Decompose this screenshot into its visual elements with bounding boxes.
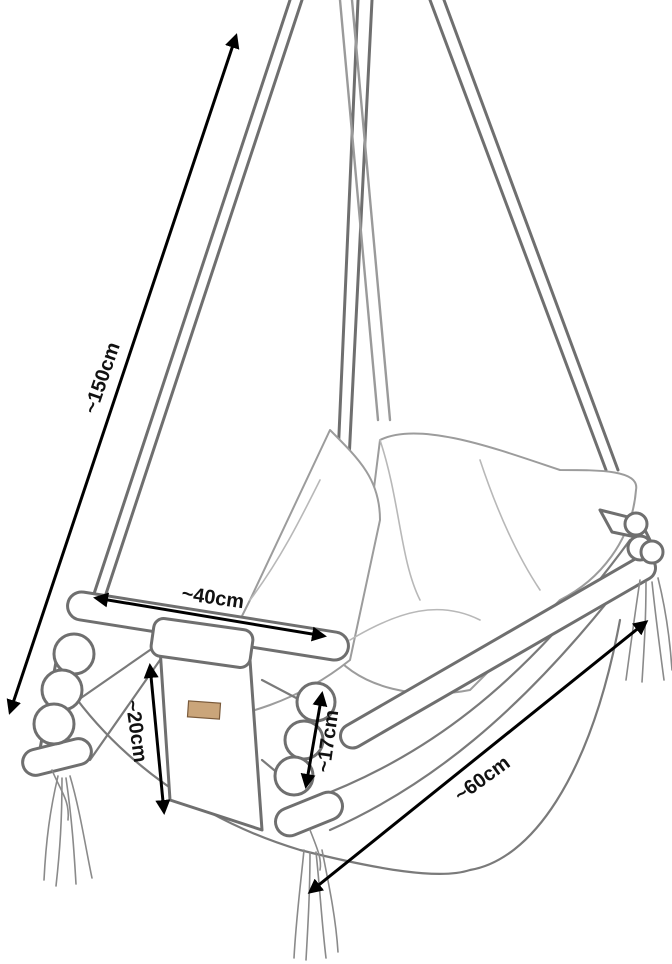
bead-left-1 <box>52 632 96 676</box>
tassel-right <box>625 577 672 683</box>
brand-label <box>186 700 222 720</box>
rope-left-front-inner <box>98 0 304 614</box>
pillow-fold-4 <box>249 479 321 601</box>
dimension-width-line <box>93 592 327 642</box>
pillows <box>189 429 638 721</box>
rope-back-a <box>338 0 380 422</box>
bead-left-3 <box>32 702 76 746</box>
dimension-height-line <box>6 33 240 715</box>
rope-right-a <box>428 0 608 472</box>
front-backrest <box>158 646 264 832</box>
right-end-caps <box>623 511 665 565</box>
dimension-lines <box>6 33 649 894</box>
rope-right-b <box>442 0 620 472</box>
dimension-length-line <box>307 620 649 894</box>
pillow-fold-1 <box>379 439 421 601</box>
tassel-left <box>43 769 93 887</box>
label-height: ~150cm <box>80 339 125 416</box>
dimension-seat-depth-line <box>143 663 171 815</box>
pillow-fold-2 <box>479 459 541 591</box>
rope-back-b <box>350 0 392 422</box>
label-seat-depth: ~20cm <box>121 699 152 764</box>
bottom-rail-right <box>274 790 344 838</box>
label-length: ~60cm <box>451 752 515 807</box>
rope-left-front <box>86 0 292 614</box>
